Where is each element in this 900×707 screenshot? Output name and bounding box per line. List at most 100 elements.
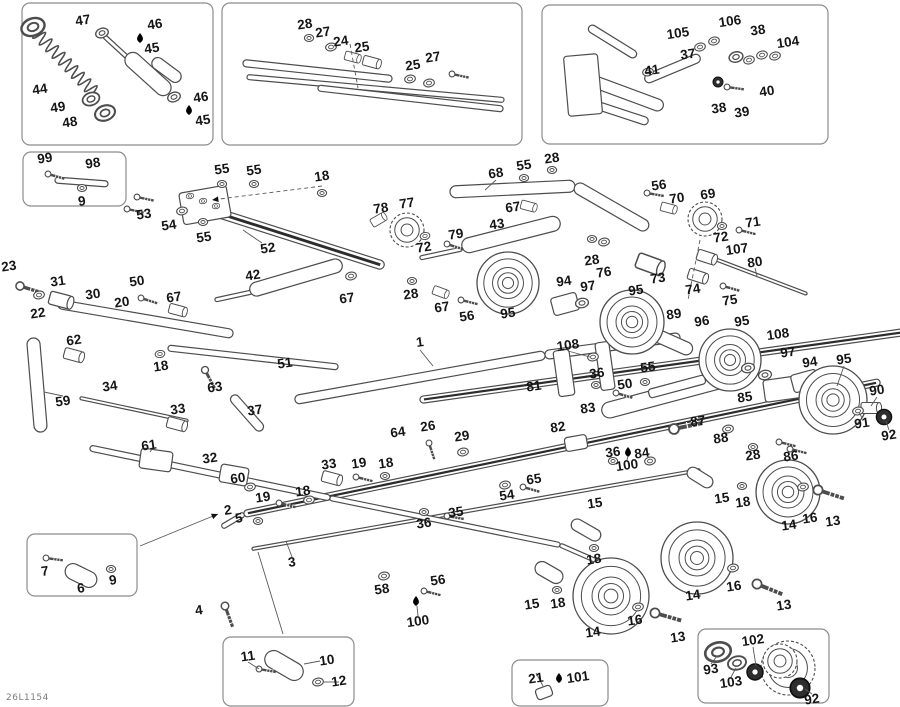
part-label-69: 69 [699,186,716,203]
leader-line [303,660,321,665]
part-label-24: 24 [332,33,349,50]
lubricant-droplet-icon [413,596,419,606]
part-label-33: 33 [169,401,186,418]
nut-icon [747,442,759,452]
nut-icon [76,183,88,193]
bolt-icon [220,601,235,628]
part-label-46: 46 [192,89,209,106]
wheel-ring [815,382,851,418]
part-label-4: 4 [194,602,204,618]
part-label-81: 81 [525,378,542,395]
leader-line [730,667,737,678]
tube [251,468,701,551]
part-label-50: 50 [128,273,145,290]
part-label-54: 54 [160,217,177,234]
part-label-55: 55 [245,162,262,179]
part-label-15: 15 [523,596,540,613]
nut-icon [303,33,315,43]
wheel-ring [591,576,631,616]
part-label-61: 61 [140,437,157,454]
coil-spring [32,31,98,93]
part-label-56: 56 [429,572,446,589]
bracket [534,684,554,701]
part-label-25: 25 [353,39,370,56]
part-label-44: 44 [31,81,48,98]
part-label-15: 15 [586,495,603,512]
part-label-73: 73 [649,270,666,287]
nut-icon [518,173,530,183]
arrowhead-icon [211,513,218,520]
ring-icon [757,369,773,381]
part-label-92: 92 [880,427,897,444]
wheel-ring [805,372,861,428]
part-label-32: 32 [201,450,218,467]
part-label-96: 96 [693,313,710,330]
part-label-77: 77 [398,195,415,212]
leader-line [416,605,419,617]
ring-icon [642,67,654,77]
part-label-1: 1 [415,334,425,350]
nut-icon [248,179,260,189]
ring-icon [378,571,390,581]
part-label-16: 16 [725,578,742,595]
part-label-55: 55 [639,359,656,376]
part-label-103: 103 [719,673,744,691]
part-label-39: 39 [733,104,750,121]
tube [449,179,576,199]
ring-icon [769,51,781,61]
idler-wheel [476,251,540,315]
part-label-67: 67 [433,299,450,316]
part-label-5: 5 [234,510,244,526]
part-label-67: 67 [165,289,182,306]
ring-icon [33,290,45,300]
cyl-icon [343,50,362,64]
tube [79,396,189,423]
wheel-ring [821,388,845,412]
nut-icon [406,276,418,286]
part-label-99: 99 [36,150,53,167]
wheel-ring [781,485,795,499]
leader-line [149,445,155,453]
dark-icon [746,663,764,681]
part-label-102: 102 [741,631,765,649]
cyl-icon [62,347,86,364]
bolt-icon [352,473,373,483]
callout-box [222,636,355,707]
bolt-icon [668,419,703,435]
leader-line [858,411,863,419]
bracket [563,434,589,452]
dark-icon [712,76,724,88]
leader-line [285,540,293,558]
cyl-icon [320,470,344,487]
bolt-icon [775,438,796,448]
wheel-ring [625,315,639,329]
tube [644,53,701,84]
ring-icon [598,237,610,247]
part-label-100: 100 [615,456,639,474]
part-label-38: 38 [749,22,766,39]
tube [329,495,561,548]
bolt-icon [443,512,464,521]
part-label-37: 37 [679,46,696,63]
ring-icon [167,91,181,103]
part-label-7: 7 [40,563,50,579]
bolt-icon [42,554,64,563]
nut-icon [551,585,563,595]
dark-icon [875,408,893,426]
part-label-21: 21 [527,670,544,687]
part-label-6: 6 [76,580,86,596]
idler-wheel [599,289,665,355]
nut-icon [379,471,391,481]
part-label-33: 33 [320,456,337,473]
part-label-13: 13 [775,597,792,614]
part-label-108: 108 [766,325,791,343]
part-label-95: 95 [835,351,852,368]
ring-icon [694,42,706,52]
idler-wheel [660,521,734,595]
leader-line [535,672,544,687]
bolt-icon [751,578,783,597]
part-label-95: 95 [733,313,750,330]
part-label-9: 9 [108,572,118,588]
nut-icon [590,380,602,390]
